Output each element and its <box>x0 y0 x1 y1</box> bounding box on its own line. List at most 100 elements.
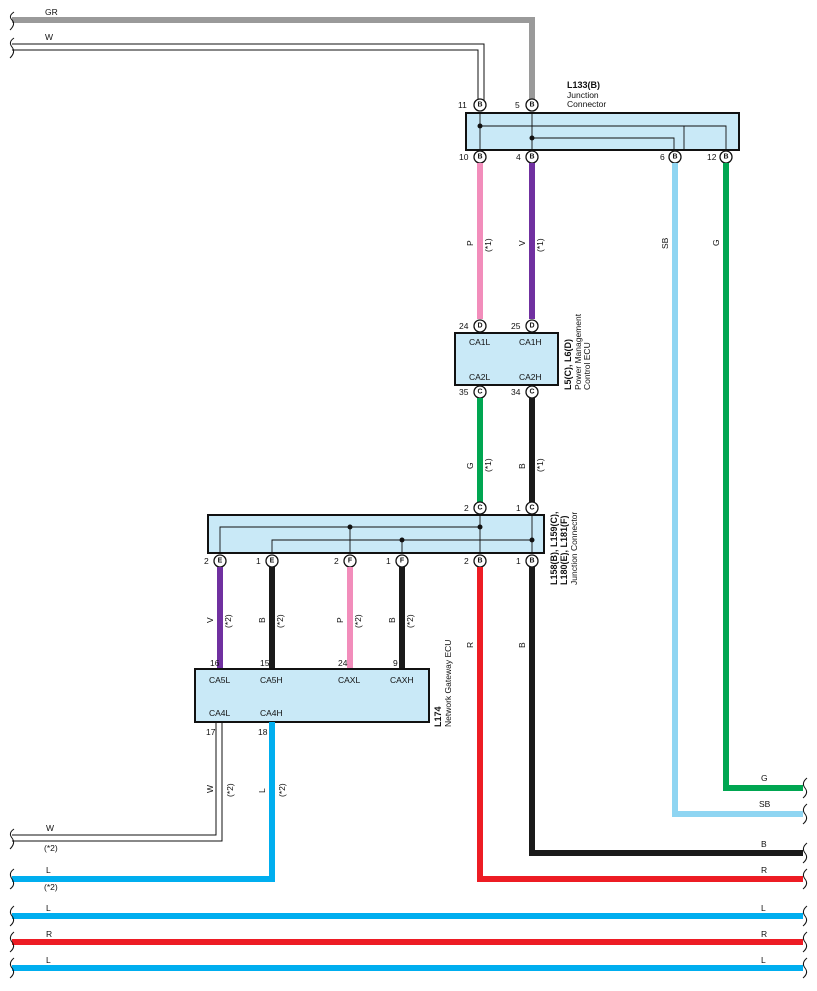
connector-name: Connector <box>567 99 606 109</box>
wire-color-label: V <box>517 240 527 246</box>
pin-letter: E <box>270 558 275 565</box>
connector-l133: L133(B) Junction Connector B 11 B 5 B 10… <box>458 80 740 164</box>
wire-color-label: R <box>46 929 52 939</box>
wire-note: (*2) <box>353 614 363 628</box>
pin-number: 11 <box>458 100 467 110</box>
pin-number: 24 <box>459 321 469 331</box>
segment-3-wires: V (*2) B (*2) P (*2) B (*2) R B <box>205 567 803 882</box>
wire-note: (*2) <box>275 614 285 628</box>
connector-l133-body <box>465 112 740 151</box>
connector-l174: 16 15 24 9 CA5L CA5H CAXL CAXH CA4L CA4H… <box>194 640 453 737</box>
pin-number: 6 <box>660 152 665 162</box>
wire-color-label: L <box>46 955 51 965</box>
wire-note: (*2) <box>44 843 58 853</box>
wire-color-label: L <box>761 903 766 913</box>
wire-r <box>477 567 803 882</box>
wire-color-label: G <box>761 773 768 783</box>
break-mark <box>9 37 15 59</box>
wire-note: (*2) <box>223 614 233 628</box>
connector-id: L180(E), L181(F) <box>559 515 569 585</box>
pin-number: 12 <box>707 152 717 162</box>
pin-letter: C <box>529 505 534 512</box>
segment-1-wires: P (*1) V (*1) SB G <box>465 163 803 817</box>
splice-dot <box>477 123 483 129</box>
pin-number: 2 <box>464 556 469 566</box>
pin-number: 17 <box>206 727 216 737</box>
connector-name: Network Gateway ECU <box>443 640 453 727</box>
wire-w-inner <box>12 49 479 102</box>
pin-number: 9 <box>393 658 398 668</box>
left-outputs: W (*2) L (*2) <box>9 823 58 892</box>
pin-number: 2 <box>204 556 209 566</box>
wire-color-label: V <box>205 617 215 623</box>
right-outputs: G SB B R <box>759 773 808 890</box>
wire-gr <box>12 17 535 102</box>
wire-color-label: P <box>465 240 475 246</box>
connector-l5-l6: CA1L CA1H CA2L CA2H L5(C), L6(D) Power M… <box>454 313 592 399</box>
wire-color-label: W <box>205 785 215 793</box>
pin-number: 1 <box>516 503 521 513</box>
terminal-label: CA1L <box>469 337 491 347</box>
pin <box>525 319 539 333</box>
pin-number: 10 <box>459 152 469 162</box>
pin-number: 35 <box>459 387 469 397</box>
pin-letter: B <box>723 154 728 161</box>
terminal-label: CA4L <box>209 708 231 718</box>
connector-name: Power Management <box>573 313 583 390</box>
wire-note: (*1) <box>483 238 493 252</box>
wire-color-label: L <box>761 955 766 965</box>
connector-l158-body <box>207 514 545 554</box>
wire-sb <box>672 163 803 817</box>
wire-color-label: L <box>46 865 51 875</box>
terminal-label: CA4H <box>260 708 283 718</box>
wire-note: (*1) <box>535 458 545 472</box>
connector-id: L158(B), L159(C), <box>549 511 559 585</box>
pin-letter: B <box>672 154 677 161</box>
pin <box>473 319 487 333</box>
pin-letter: F <box>400 558 405 565</box>
pin-letter: E <box>218 558 223 565</box>
pin-number: 1 <box>516 556 521 566</box>
pin-letter: B <box>529 154 534 161</box>
wire-b <box>529 567 803 856</box>
wire-color-label: G <box>465 462 475 469</box>
pin-letter: B <box>529 102 534 109</box>
wire-color-label: R <box>761 865 767 875</box>
wire-color-label: R <box>761 929 767 939</box>
splice-dot <box>529 135 535 141</box>
ecu-body <box>454 332 559 386</box>
wire-color-label: P <box>335 617 345 623</box>
connector-name: Junction <box>567 90 599 100</box>
connector-name: Control ECU <box>582 342 592 390</box>
pin-number: 2 <box>464 503 469 513</box>
pin-letter: B <box>529 558 534 565</box>
wire-color-label: B <box>761 839 767 849</box>
segment-2-wires: G (*1) B (*1) <box>465 398 545 502</box>
pin <box>473 98 487 112</box>
wire-color-label: R <box>465 642 475 648</box>
pin-number: 18 <box>258 727 268 737</box>
pin-letter: D <box>477 323 482 330</box>
connector-l158: L158(B), L159(C), L180(E), L181(F) Junct… <box>204 501 579 585</box>
pin-number: 34 <box>511 387 521 397</box>
bottom-buses: L L R R L L <box>9 903 808 979</box>
pin-letter: C <box>477 389 482 396</box>
wire-note: (*1) <box>535 238 545 252</box>
wire-color-label: B <box>387 617 397 623</box>
connector-id: L5(C), L6(D) <box>563 339 573 390</box>
pin-number: 4 <box>516 152 521 162</box>
wire-color-label: L <box>257 788 267 793</box>
terminal-label: CA5H <box>260 675 283 685</box>
wire-color-label: W <box>45 32 53 42</box>
pin-number: 1 <box>256 556 261 566</box>
pin-letter: B <box>477 154 482 161</box>
break-mark <box>9 11 15 31</box>
pin-number: 1 <box>386 556 391 566</box>
connector-name: Junction Connector <box>569 512 579 585</box>
wire-color-label: GR <box>45 7 58 17</box>
pin-letter: B <box>477 102 482 109</box>
wire-color-label: B <box>517 463 527 469</box>
connector-id: L174 <box>433 706 443 727</box>
wire-color-label: SB <box>759 799 771 809</box>
wire-color-label: W <box>46 823 54 833</box>
